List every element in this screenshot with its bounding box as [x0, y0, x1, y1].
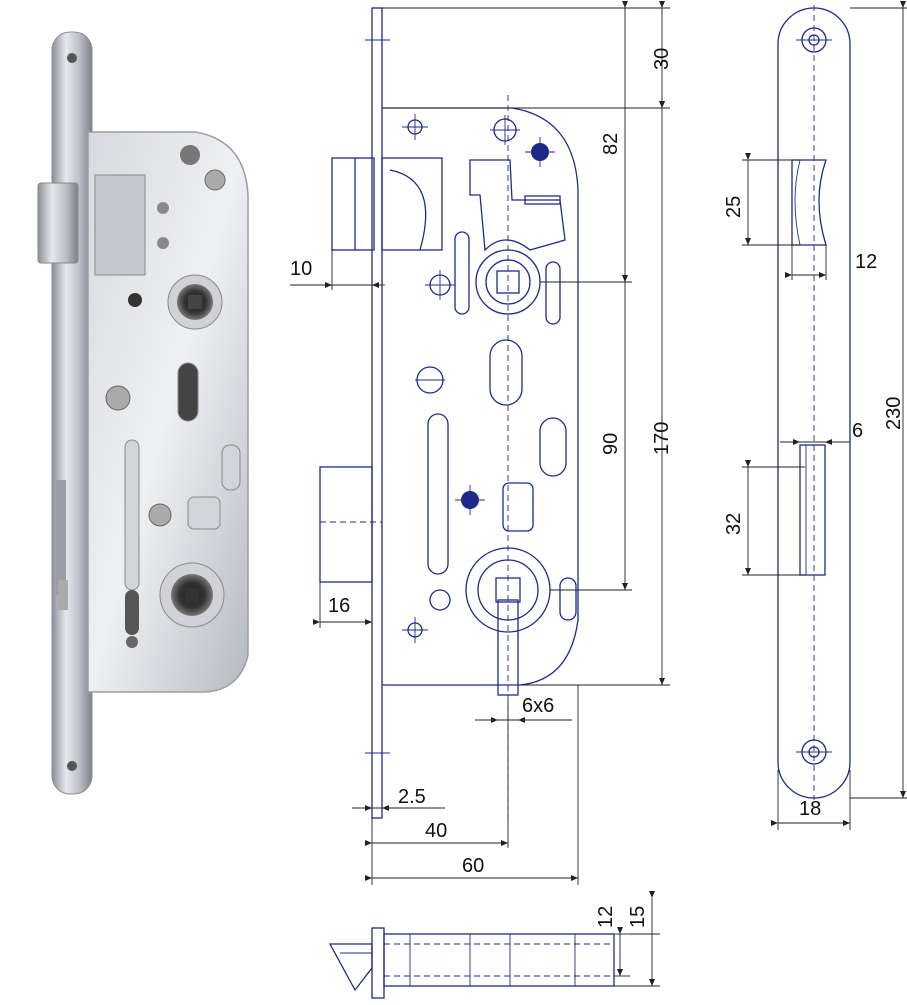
dim-15: 15 — [627, 906, 649, 928]
dim-40: 40 — [425, 820, 447, 842]
bottom-dimensions: 12 15 — [595, 891, 660, 987]
photo-screw-hole-bottom — [67, 761, 77, 771]
dim-12-side: 12 — [855, 251, 877, 273]
photo-latch — [37, 182, 79, 264]
front-deadbolt — [319, 466, 373, 583]
photo-follower-square — [188, 295, 202, 309]
dim-18: 18 — [799, 798, 821, 820]
photo-screw-hole-top — [67, 53, 77, 63]
photo-rivet — [157, 202, 169, 214]
dim-90: 90 — [600, 433, 622, 455]
dim-25: 25 — [723, 196, 745, 218]
photo-square-cut — [187, 496, 221, 530]
dim-60: 60 — [462, 855, 484, 877]
lock-photo — [37, 31, 249, 795]
photo-rivet — [126, 636, 138, 648]
bottom-latch — [328, 943, 373, 992]
dim-12-bottom: 12 — [595, 906, 617, 928]
photo-rivet — [157, 237, 169, 249]
dim-16: 16 — [328, 595, 350, 617]
side-dimensions: 25 12 230 6 32 18 — [723, 1, 907, 830]
photo-screw — [148, 503, 172, 527]
dim-2-5: 2.5 — [398, 786, 426, 808]
dim-6x6: 6x6 — [522, 695, 554, 717]
dim-10: 10 — [290, 258, 312, 280]
photo-bolt-slot — [56, 480, 66, 595]
photo-rivet — [180, 145, 200, 165]
front-dimensions: 30 82 170 90 10 16 6x6 2.5 — [290, 1, 673, 885]
photo-bathroom-square — [185, 588, 199, 602]
dim-30: 30 — [651, 48, 673, 70]
photo-screw — [204, 169, 226, 191]
front-lock-body — [382, 107, 579, 686]
photo-latch-window — [94, 174, 146, 276]
photo-slot — [177, 362, 199, 422]
photo-lower-slot — [125, 590, 139, 635]
bottom-view-drawing — [328, 927, 615, 999]
photo-screw — [105, 385, 131, 411]
dim-170: 170 — [651, 422, 673, 455]
front-faceplate — [371, 7, 383, 819]
dim-230: 230 — [883, 397, 905, 430]
dim-32: 32 — [723, 513, 745, 535]
photo-long-slot — [124, 439, 140, 591]
dim-82: 82 — [600, 133, 622, 155]
photo-small-slot — [221, 444, 241, 491]
dim-6: 6 — [852, 420, 863, 442]
bottom-body — [383, 933, 615, 987]
front-latch — [331, 157, 375, 251]
front-long-slot — [427, 413, 449, 575]
photo-faceplate — [51, 31, 93, 795]
bottom-faceplate — [371, 927, 385, 999]
photo-bolt — [58, 580, 68, 610]
photo-small-hole — [128, 293, 142, 307]
side-faceplate-drawing — [777, 5, 851, 800]
side-latch-window — [791, 159, 827, 246]
side-deadbolt-window — [799, 444, 826, 576]
front-crosshair-holes — [402, 114, 555, 643]
